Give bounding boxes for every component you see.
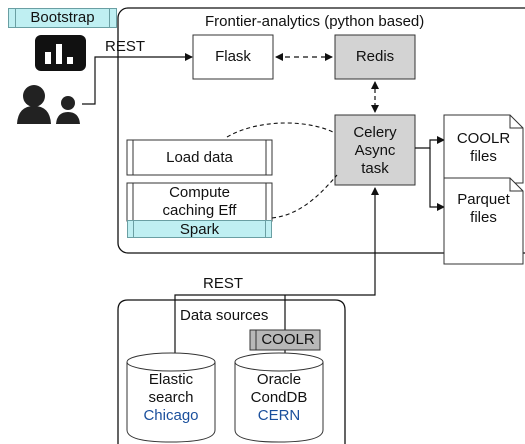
celery-line-2: Async: [354, 142, 396, 159]
parquet-files-doc: [443, 177, 524, 265]
elastic-line-1: Elastic: [148, 371, 194, 388]
oracle-site: CERN: [257, 407, 301, 424]
celery-line-1: Celery: [353, 124, 397, 141]
oracle-conddb-db: [234, 352, 324, 443]
rest-line-datasources-to-celery: [174, 187, 379, 370]
elastic-search-db: [126, 352, 216, 443]
bootstrap-tag: Bootstrap: [8, 8, 117, 28]
rest-label-top: REST: [105, 38, 146, 55]
coolr-files-doc: [443, 114, 524, 184]
rest-label-bottom: REST: [203, 275, 244, 292]
celery-line-3: task: [361, 160, 389, 177]
compute-line-2: caching Eff: [162, 202, 237, 219]
chart-logo-icon: [35, 35, 86, 71]
flask-label: Flask: [215, 48, 251, 65]
coolr-tag-box: [249, 329, 321, 351]
celery-load-data-link: [226, 122, 336, 138]
bootstrap-label: Bootstrap: [30, 9, 95, 26]
parquet-files-line-1: Parquet: [457, 191, 510, 208]
celery-to-files-arrows: [415, 136, 445, 149]
elastic-site: Chicago: [143, 407, 199, 424]
compute-line-1: Compute: [169, 184, 230, 201]
load-data-box: [126, 139, 273, 176]
oracle-line-1: Oracle: [256, 371, 302, 388]
frontier-analytics-container: [117, 7, 525, 254]
users-icon: [17, 85, 80, 124]
redis-box: [334, 34, 416, 80]
spark-label: Spark: [179, 221, 220, 238]
celery-label: Celery Async task: [335, 124, 415, 178]
coolr-tag-label: COOLR: [261, 331, 315, 348]
parquet-files-line-2: files: [470, 209, 497, 226]
oracle-line-2: CondDB: [250, 389, 308, 406]
parquet-doc-fold: [509, 178, 523, 192]
celery-compute-link: [271, 174, 338, 219]
elastic-line-2: search: [148, 389, 194, 406]
coolr-doc-fold: [509, 115, 523, 129]
load-data-label: Load data: [166, 149, 233, 166]
data-sources-container: [117, 299, 346, 444]
compute-caching-box: [126, 182, 273, 222]
coolr-files-line-2: files: [470, 148, 497, 165]
celery-to-parquet-arrow: [429, 148, 445, 211]
celery-task-box: [334, 114, 416, 186]
flask-box: [192, 34, 274, 80]
spark-tag: Spark: [127, 220, 272, 238]
redis-label: Redis: [355, 48, 395, 65]
frontier-title: Frontier-analytics (python based): [205, 13, 425, 30]
data-sources-title: Data sources: [180, 307, 269, 324]
coolr-files-line-1: COOLR: [456, 130, 511, 147]
rest-arrow-users-to-flask: [82, 53, 193, 105]
